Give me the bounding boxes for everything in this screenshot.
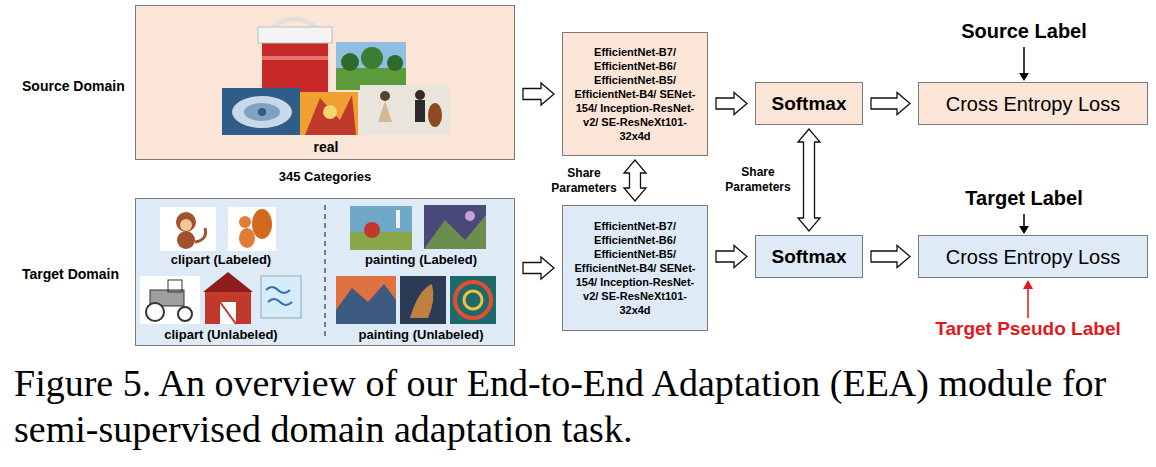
- sign-clipart: [261, 276, 301, 318]
- box-text: EfficientNet-B7/ EfficientNet-B6/ Effici…: [569, 45, 701, 143]
- block-arrow: [871, 246, 910, 268]
- hurricane-image: [222, 88, 300, 135]
- block-arrow: [523, 257, 554, 279]
- process-box: Cross Entropy Loss: [918, 235, 1148, 278]
- painting-image: [450, 276, 496, 324]
- image-caption: clipart (Unlabeled): [136, 327, 306, 343]
- block-arrow: [798, 129, 820, 231]
- painting-image: [336, 276, 396, 324]
- block-arrow: [871, 93, 910, 115]
- domain-panel: clipart (Labeled) painting (Labeled) clipa…: [135, 198, 515, 346]
- anime-image: [300, 92, 358, 135]
- text-label: Target Label: [965, 188, 1082, 208]
- source-panel-fill: [135, 5, 515, 160]
- image-caption: clipart (Labeled): [136, 252, 306, 268]
- dancers-image: [360, 85, 450, 135]
- box-text: EfficientNet-B7/ EfficientNet-B6/ Effici…: [569, 219, 701, 317]
- image-caption: painting (Labeled): [326, 252, 516, 268]
- text-label: Target Pseudo Label: [935, 319, 1120, 339]
- box-text: Cross Entropy Loss: [946, 245, 1121, 269]
- text-label: Source Domain: [22, 76, 125, 96]
- block-arrow: [523, 83, 554, 105]
- figure-caption: Figure 5. An overview of our End-to-End …: [14, 360, 1149, 452]
- divider-line: [324, 205, 325, 340]
- text-label: 345 Categories: [279, 167, 372, 187]
- barn-clipart: [203, 272, 253, 324]
- monkey-clipart: [160, 207, 216, 251]
- box-text: Softmax: [772, 246, 847, 268]
- tractor-clipart: [140, 276, 200, 324]
- painting-image: [350, 206, 412, 250]
- text-label: Target Domain: [22, 264, 119, 284]
- domain-panel: real: [135, 5, 515, 160]
- cooler-image: [258, 19, 332, 92]
- process-box: Cross Entropy Loss: [918, 82, 1148, 125]
- box-text: Cross Entropy Loss: [946, 92, 1121, 116]
- block-arrow: [624, 160, 646, 201]
- process-box: EfficientNet-B7/ EfficientNet-B6/ Effici…: [562, 32, 708, 156]
- text-label: Source Label: [961, 21, 1087, 41]
- squirrel-clipart: [228, 207, 276, 251]
- edge-label: Share Parameters: [722, 165, 794, 195]
- image-caption: real: [136, 139, 516, 155]
- target-panel-fill: [135, 198, 515, 346]
- image-caption: painting (Unlabeled): [326, 327, 516, 343]
- process-box: Softmax: [755, 235, 863, 278]
- painting-image: [424, 205, 486, 249]
- box-text: Softmax: [772, 93, 847, 115]
- block-arrow: [716, 93, 747, 115]
- painting-image: [400, 276, 446, 324]
- landscape-image: [336, 42, 406, 90]
- block-arrow: [716, 246, 747, 268]
- process-box: EfficientNet-B7/ EfficientNet-B6/ Effici…: [562, 205, 708, 331]
- process-box: Softmax: [755, 82, 863, 125]
- edge-label: Share Parameters: [548, 166, 620, 196]
